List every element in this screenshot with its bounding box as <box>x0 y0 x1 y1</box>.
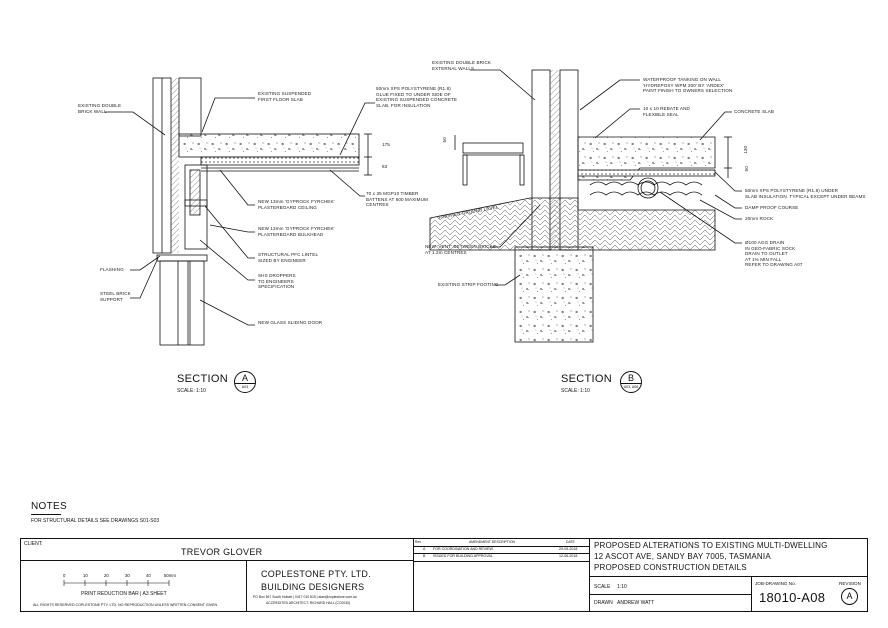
scale-tick-10: 10 <box>83 573 88 578</box>
scale-tick-0: 0 <box>63 573 66 578</box>
label-20mm-rock: 20mm ROCK <box>745 216 774 221</box>
rev-a-date: 29-05-2018 <box>559 547 578 551</box>
project-line-2: 12 ASCOT AVE, SANDY BAY 7005, TASMANIA <box>594 552 771 561</box>
label-suspended-slab: EXISTING SUSPENDED FIRST FLOOR SLAB <box>258 91 312 102</box>
job-drawing-number: 18010-A08 <box>759 590 826 605</box>
label-glass-sliding-door: NEW GLASS SLIDING DOOR <box>258 320 323 325</box>
scale-tick-30: 30 <box>125 573 130 578</box>
rev-header-date: DATE <box>566 540 575 544</box>
scale-bar <box>63 580 170 586</box>
scale-tick-20: 20 <box>104 573 109 578</box>
notes-text: FOR STRUCTURAL DETAILS SEE DRAWINGS S01-… <box>31 518 160 524</box>
label-rebate-seal: 10 x 10 REBATE AND FLEXIBLE SEAL <box>643 106 690 117</box>
label-existing-brick-wall: EXISTING DOUBLE BRICK WALL <box>78 103 122 114</box>
drawn-label: DRAWN <box>594 600 613 606</box>
scale-value: 1:10 <box>617 584 627 590</box>
section-b-drawing <box>429 69 742 343</box>
rev-a-desc: FOR COORDINATION AND REVIEW <box>433 547 493 551</box>
section-b-marker: B A03, A06 <box>620 371 642 393</box>
dim-83: 83 <box>382 164 388 169</box>
label-xps-under-slab: 50mm XPS POLYSTYRENE (R1.8) UNDER SLAB I… <box>745 188 866 199</box>
notes-heading: NOTES <box>31 501 67 512</box>
label-damp-proof-course: DAMP PROOF COURSE <box>745 205 799 210</box>
section-a-ref: A03 <box>241 385 249 389</box>
scale-tick-40: 40 <box>146 573 151 578</box>
rev-b-desc: ISSUED FOR BUILDING APPROVAL <box>433 554 493 558</box>
label-plasterboard-bulkhead: NEW 13mm 'GYPROCK FYRCHEK' PLASTERBOARD … <box>258 226 335 237</box>
dim-130: 130 <box>743 145 749 154</box>
rev-a-code: A <box>423 547 426 551</box>
scale-label: SCALE <box>594 584 611 590</box>
rev-b-code: B <box>423 554 426 558</box>
section-a-title: SECTION <box>177 373 228 385</box>
dim-175: 175 <box>382 142 390 147</box>
section-b-ref: A03, A06 <box>623 385 639 389</box>
label-waterproof-tanking: WATERPROOF TANKING ON WALL 'HYDREPOXY WP… <box>643 77 733 94</box>
label-pfc-lintel: STRUCTURAL PFC LINTEL SIZED BY ENGINEER <box>258 252 319 263</box>
section-b-scale: SCALE: 1:10 <box>561 388 590 394</box>
client-name: TREVOR GLOVER <box>181 547 263 557</box>
label-existing-strip-footing: EXISTING STRIP FOOTING <box>438 282 499 287</box>
revision-value: A <box>841 588 858 605</box>
firm-architect: ACCREDITED ARCHITECT: RICHARD HALL (CC00… <box>266 601 351 605</box>
print-reduction-bar: PRINT REDUCTION BAR | A3 SHEET <box>81 591 167 597</box>
section-a-scale: SCALE: 1:10 <box>177 388 206 394</box>
rev-header-rev: Rev <box>415 540 422 544</box>
label-concrete-slab: CONCRETE SLAB <box>734 109 775 114</box>
label-steel-brick-support: STEEL BRICK SUPPORT <box>100 291 131 302</box>
firm-subtitle: BUILDING DESIGNERS <box>261 582 365 592</box>
project-line-1: PROPOSED ALTERATIONS TO EXISTING MULTI-D… <box>594 541 828 550</box>
scale-tick-50mm: 50mm <box>164 573 176 578</box>
section-b-letter: B <box>627 373 634 383</box>
revision-label: REVISION <box>839 581 861 586</box>
project-line-3: PROPOSED CONSTRUCTION DETAILS <box>594 563 747 572</box>
dim-50-right: 50 <box>743 166 749 172</box>
rights-notice: ALL RIGHTS RESERVED COPLESTONE PTY. LTD.… <box>33 603 218 607</box>
title-block: CLIENT: TREVOR GLOVER 0 10 20 30 40 50mm… <box>20 538 868 612</box>
section-a-drawing <box>105 77 375 346</box>
firm-contact: PO Box 567 South Hobart | 0417 010 815 |… <box>253 595 357 599</box>
label-shs-droppers: SHS DROPPERS TO ENGINEERS SPECIFICATION <box>258 273 296 290</box>
section-b-title: SECTION <box>561 373 612 385</box>
section-a-letter: A <box>241 373 248 383</box>
label-flashing: FLASHING <box>100 267 124 272</box>
label-xps-insulation: 50mm XPS POLYSTYRENE (R1.8) GLUE FIXED T… <box>376 86 458 108</box>
client-label: CLIENT: <box>24 541 43 547</box>
label-existing-external-walls: EXISTING DOUBLE BRICK EXTERNAL WALLS <box>432 60 492 71</box>
drawn-value: ANDREW WATT <box>617 600 655 606</box>
label-agg-drain: Ø100 AGG DRAIN IN GEO-FABRIC SOCK DRAIN … <box>745 240 803 268</box>
label-timber-battens: 70 x 35 MGP10 TIMBER BATTENS AT 600 MAXI… <box>366 191 428 208</box>
section-a-marker: A A03 <box>234 371 256 393</box>
label-plasterboard-ceiling: NEW 13mm 'GYPROCK FYRCHEK' PLASTERBOARD … <box>258 199 335 210</box>
firm-name: COPLESTONE PTY. LTD. <box>261 569 372 579</box>
job-label: JOB-DRAWING No. <box>755 581 796 586</box>
rev-header-desc: AMENDMENT DESCRIPTION <box>469 540 515 544</box>
dim-50-left: 50 <box>441 137 447 143</box>
rev-b-date: 12-06-2018 <box>559 554 578 558</box>
label-vent-between-bricks: NEW 'VENT' BETWEEN BRICKS AT 1.2m CENTRE… <box>425 244 496 255</box>
